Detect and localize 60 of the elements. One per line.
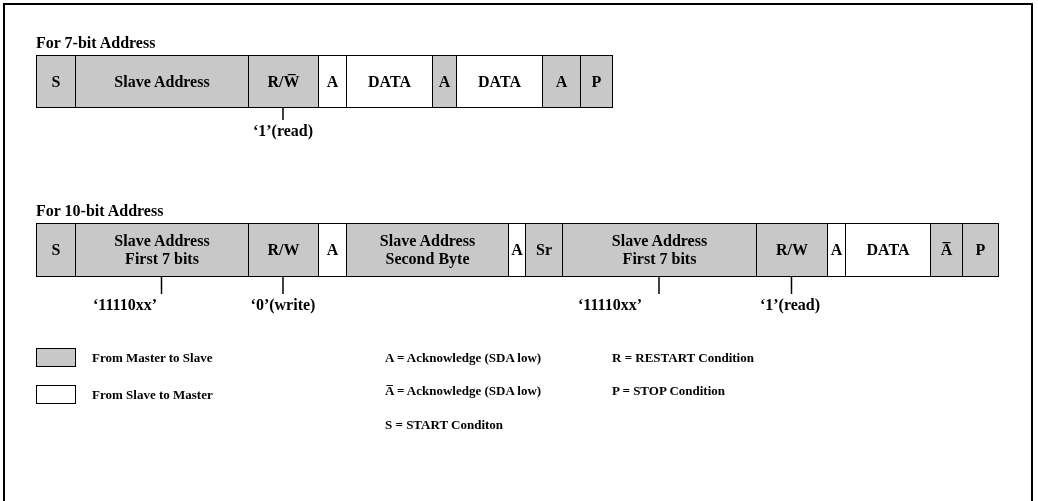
legend-text: From Master to Slave: [92, 350, 213, 366]
frame-field: [542, 55, 581, 108]
legend-note: P = STOP Condition: [612, 383, 725, 399]
leader-line: [282, 107, 284, 121]
legend-note: R = RESTART Condition: [612, 350, 754, 366]
section-heading: For 7-bit Address: [36, 34, 156, 52]
frame-field: [36, 55, 76, 108]
leader-line: [658, 276, 660, 295]
field-label: R/W̅: [267, 72, 300, 91]
field-label: S: [51, 72, 61, 91]
bit-value-annotation: ‘1’(read): [759, 296, 821, 314]
field-label: DATA: [478, 72, 521, 91]
legend-note: A̅ = Acknowledge (SDA low): [385, 383, 542, 399]
frame-field: [930, 223, 963, 277]
frame-field: [248, 223, 319, 277]
field-label: R/W: [776, 241, 808, 259]
frame-field: [346, 223, 509, 277]
frame-field: [562, 223, 757, 277]
frame-field: [756, 223, 828, 277]
field-label: Sr: [536, 241, 552, 259]
field-label: A: [830, 241, 843, 259]
frame-field: [318, 55, 347, 108]
frame-field: [962, 223, 999, 277]
frame-field: [346, 55, 433, 108]
frame-field: [508, 223, 526, 277]
frame-field: [318, 223, 347, 277]
field-label: A: [326, 72, 339, 91]
bit-value-annotation: ‘11110xx’: [578, 296, 642, 314]
bit-value-annotation: ‘1’(read): [252, 122, 314, 140]
legend-text: From Slave to Master: [92, 387, 213, 403]
field-label: Slave Address: [114, 72, 210, 91]
field-label: A: [555, 72, 568, 91]
legend-note: S = START Conditon: [385, 417, 504, 433]
frame-field: [845, 223, 931, 277]
field-label: A: [438, 72, 451, 91]
field-label: DATA: [368, 72, 411, 91]
frame-field: [36, 223, 76, 277]
field-label: S: [51, 241, 61, 259]
section-heading: For 10-bit Address: [36, 202, 164, 220]
frame-field: [75, 223, 249, 277]
frame-field: [525, 223, 563, 277]
field-label: Slave Address Second Byte: [378, 232, 477, 268]
frame-field: [580, 55, 613, 108]
field-label: A̅: [940, 241, 953, 259]
field-label: DATA: [866, 241, 910, 259]
field-label: P: [975, 241, 986, 259]
field-label: A: [511, 241, 523, 259]
field-label: R/W: [267, 241, 300, 259]
frame-field: [248, 55, 319, 108]
leader-line: [282, 276, 284, 295]
bit-value-annotation: ‘0’(write): [250, 296, 316, 314]
frame-field: [456, 55, 543, 108]
frame-field: [75, 55, 249, 108]
legend-note: A = Acknowledge (SDA low): [385, 350, 542, 366]
field-label: Slave Address First 7 bits: [610, 232, 709, 268]
bit-value-annotation: ‘11110xx’: [93, 296, 157, 314]
field-label: P: [591, 72, 602, 91]
frame-field: [432, 55, 457, 108]
field-label: Slave Address First 7 bits: [113, 232, 211, 268]
field-label: A: [326, 241, 339, 259]
